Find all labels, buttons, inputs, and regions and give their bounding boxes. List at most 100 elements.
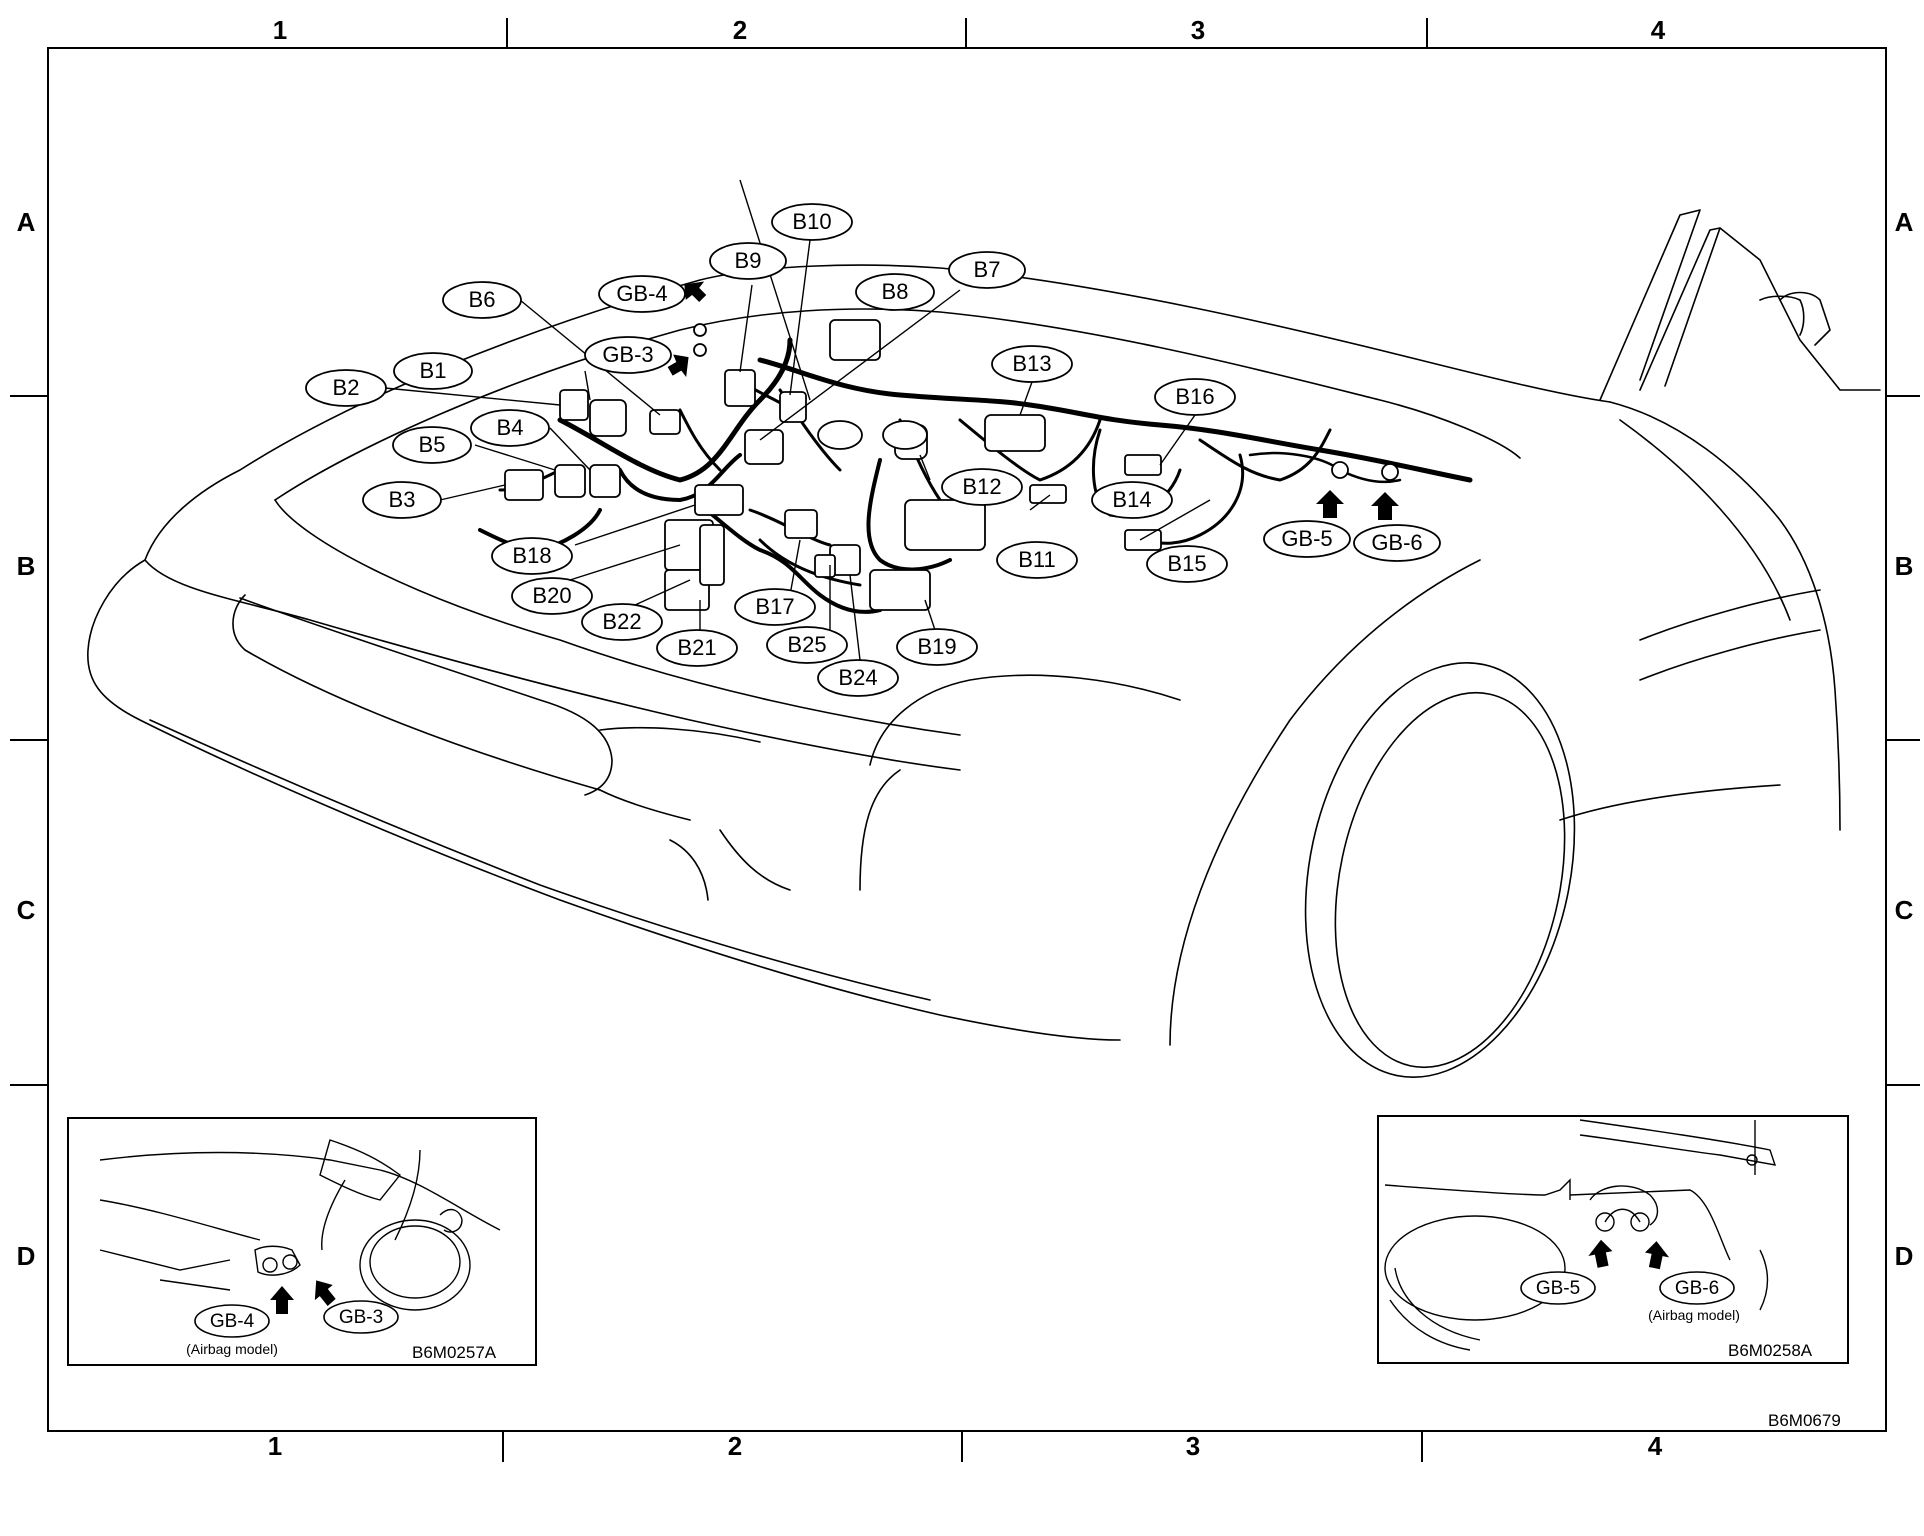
- arrow-gb5: [1316, 490, 1344, 518]
- callout-label: GB-3: [602, 342, 653, 367]
- connector-b13: [984, 414, 1046, 452]
- grid-labels: 1 2 3 4 1 2 3 4 A B C D A B C D: [17, 15, 1914, 1461]
- callout-gb3: GB-3: [584, 336, 672, 374]
- inset-right: GB-5 GB-6 (Airbag model) B6M0258A: [1377, 1115, 1849, 1364]
- row-label-right-b: B: [1895, 551, 1914, 581]
- car-outline: [87, 209, 1881, 1078]
- row-label-right-d: D: [1895, 1241, 1914, 1271]
- callout-label: B8: [882, 279, 909, 304]
- col-label-bottom-4: 4: [1648, 1431, 1663, 1461]
- callout-label: B12: [962, 474, 1001, 499]
- figure-code: B6M0679: [1768, 1411, 1841, 1430]
- callout-label: B24: [838, 665, 877, 690]
- inset-left-drawing: [99, 1139, 501, 1311]
- inset-left-note: (Airbag model): [186, 1341, 278, 1357]
- callout-label: GB-6: [1371, 530, 1422, 555]
- ground-gb4: [693, 323, 707, 337]
- callout-label: B17: [755, 594, 794, 619]
- inset-left-gb3-label: GB-3: [339, 1307, 383, 1328]
- callout-b7: B7: [948, 251, 1026, 289]
- callout-b1: B1: [393, 352, 473, 390]
- connector-b10: [779, 391, 807, 423]
- connector-b14: [1029, 484, 1067, 504]
- row-label-left-c: C: [17, 895, 36, 925]
- callout-label: B20: [532, 583, 571, 608]
- callout-b3: B3: [362, 481, 442, 519]
- inset-right-code: B6M0258A: [1728, 1341, 1813, 1360]
- callout-label: B13: [1012, 351, 1051, 376]
- inset-right-gb5-label: GB-5: [1536, 1278, 1580, 1299]
- arrows: [667, 281, 1399, 520]
- row-label-left-d: D: [17, 1241, 36, 1271]
- callout-b18: B18: [491, 537, 573, 575]
- callout-gb4: GB-4: [598, 275, 686, 313]
- connector-b16: [1124, 454, 1162, 476]
- connector-b7: [744, 429, 784, 465]
- ground-gb6: [1381, 463, 1399, 481]
- bulb-right: [882, 420, 928, 450]
- callout-label: B2: [333, 375, 360, 400]
- inset-right-arrow-gb5: [1588, 1239, 1613, 1268]
- callout-b9: B9: [709, 242, 787, 280]
- callout-label: B22: [602, 609, 641, 634]
- callout-b11: B11: [996, 541, 1078, 579]
- arrow-gb6: [1371, 492, 1399, 520]
- connector-b3: [504, 469, 544, 501]
- callout-b8: B8: [855, 273, 935, 311]
- connector-b9: [724, 369, 756, 407]
- callout-label: B15: [1167, 551, 1206, 576]
- callout-b19: B19: [896, 628, 978, 666]
- callout-b22: B22: [581, 603, 663, 641]
- connector-b18: [694, 484, 744, 516]
- callout-label: B11: [1018, 547, 1056, 572]
- callout-label: GB-4: [616, 281, 667, 306]
- connector-b4: [589, 464, 621, 498]
- connector-b2: [559, 389, 589, 421]
- connector-b5: [554, 464, 586, 498]
- connector-b8: [829, 319, 881, 361]
- callout-label: B5: [419, 432, 446, 457]
- connector-b17: [784, 509, 818, 539]
- connector-b11: [904, 499, 986, 551]
- callout-b24: B24: [817, 659, 899, 697]
- arrow-gb3: [667, 354, 689, 378]
- callout-gb5: GB-5: [1263, 520, 1351, 558]
- connectors: [504, 319, 1399, 611]
- col-label-top-1: 1: [273, 15, 287, 45]
- row-label-right-a: A: [1895, 207, 1914, 237]
- callout-b12: B12: [941, 468, 1023, 506]
- bulb-left: [817, 420, 863, 450]
- callout-b16: B16: [1154, 378, 1236, 416]
- inset-right-gb6-label: GB-6: [1675, 1278, 1719, 1299]
- callout-b6: B6: [442, 281, 522, 319]
- inset-right-arrow-gb6: [1645, 1241, 1670, 1270]
- callout-b10: B10: [771, 203, 853, 241]
- inset-right-drawing: [1384, 1119, 1777, 1351]
- row-label-left-a: A: [17, 207, 36, 237]
- connector-b21: [664, 569, 710, 611]
- inset-left-code: B6M0257A: [412, 1343, 497, 1362]
- callout-b15: B15: [1146, 545, 1228, 583]
- callout-label: B7: [974, 257, 1001, 282]
- callout-label: B1: [420, 358, 447, 383]
- row-label-right-c: C: [1895, 895, 1914, 925]
- frame: [10, 18, 1920, 1462]
- callout-label: B18: [512, 543, 551, 568]
- callout-label: B4: [497, 415, 524, 440]
- callout-label: B19: [917, 634, 956, 659]
- callout-label: B14: [1112, 487, 1151, 512]
- arrow-gb4: [684, 281, 707, 303]
- col-label-top-2: 2: [733, 15, 747, 45]
- callout-gb6: GB-6: [1353, 524, 1441, 562]
- connector-b22: [699, 524, 725, 586]
- inset-left-arrow-gb4: [270, 1286, 294, 1314]
- callout-b5: B5: [392, 426, 472, 464]
- callout-label: GB-5: [1281, 526, 1332, 551]
- callout-label: B16: [1175, 384, 1214, 409]
- callout-label: B3: [389, 487, 416, 512]
- callout-b14: B14: [1091, 481, 1173, 519]
- inset-left-gb4-label: GB-4: [210, 1311, 255, 1332]
- callout-b20: B20: [511, 577, 593, 615]
- callout-label: B9: [735, 248, 762, 273]
- callout-label: B6: [469, 287, 496, 312]
